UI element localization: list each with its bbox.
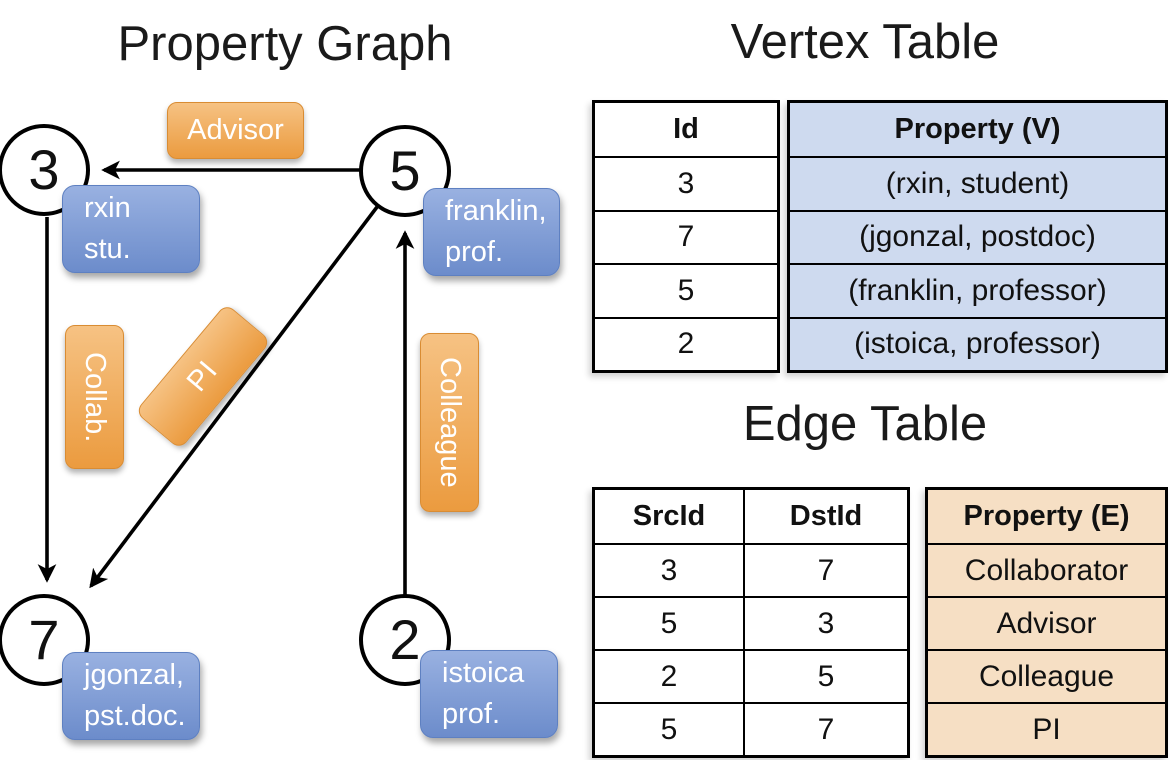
edge-table-property-column: Property (E) Collaborator Advisor Collea… xyxy=(925,487,1168,758)
callout-line1: istoica xyxy=(442,656,525,689)
edge-label-colleague: Colleague xyxy=(420,333,479,512)
vertex-col-header-property: Property (V) xyxy=(790,103,1165,157)
edge-property-cell: Advisor xyxy=(928,598,1165,649)
edge-label-pi: PI xyxy=(134,303,272,450)
vertex-id-label: 5 xyxy=(389,139,421,202)
vertex-node-5: 5 xyxy=(359,125,451,217)
vertex-property-cell: (jgonzal, postdoc) xyxy=(790,211,1165,264)
edge-dst-cell: 3 xyxy=(743,598,907,649)
vertex-id-label: 3 xyxy=(28,138,60,201)
vertex-property-cell: (rxin, student) xyxy=(790,158,1165,210)
edge-dst-cell: 7 xyxy=(743,545,907,596)
vertex-id-cell: 5 xyxy=(677,273,695,307)
vertex-table-id-column: Id 3 7 5 2 xyxy=(592,100,780,373)
edge-dst-cell: 5 xyxy=(743,651,907,702)
callout-line2: prof. xyxy=(442,698,501,730)
edge-table-title: Edge Table xyxy=(742,397,988,451)
graph-title: Property Graph xyxy=(117,17,453,71)
edge-src-cell: 5 xyxy=(660,606,678,640)
vertex-id-label: 2 xyxy=(389,608,421,671)
callout-line2: prof. xyxy=(445,236,504,268)
node-callout-franklin: franklin, prof. xyxy=(423,188,560,276)
vertex-col-header-id: Id xyxy=(673,113,699,146)
edge-property-cell: PI xyxy=(928,704,1165,755)
edge-label-collab: Collab. xyxy=(65,325,124,469)
edge-src-cell: 3 xyxy=(660,553,678,587)
vertex-table-title: Vertex Table xyxy=(730,15,1000,69)
callout-line1: rxin xyxy=(84,191,131,224)
vertex-id-cell: 2 xyxy=(677,327,695,361)
edge-src-cell: 2 xyxy=(660,659,678,693)
vertex-table-property-column: Property (V) (rxin, student) (jgonzal, p… xyxy=(787,100,1168,373)
vertex-id-label: 7 xyxy=(28,608,60,671)
callout-line1: franklin, xyxy=(445,194,547,227)
callout-line2: pst.doc. xyxy=(84,700,186,732)
vertex-id-cell: 3 xyxy=(677,167,695,201)
callout-line2: stu. xyxy=(84,233,131,265)
edge-col-header-srcid: SrcId xyxy=(632,500,706,532)
edge-property-cell: Colleague xyxy=(928,651,1165,702)
node-callout-jgonzal: jgonzal, pst.doc. xyxy=(62,652,200,740)
node-callout-istoica: istoica prof. xyxy=(420,650,558,738)
vertex-node-3: 3 xyxy=(0,124,90,216)
callout-line1: jgonzal, xyxy=(84,658,184,691)
vertex-property-cell: (franklin, professor) xyxy=(790,265,1165,317)
vertex-property-cell: (istoica, professor) xyxy=(790,318,1165,370)
edge-col-header-dstid: DstId xyxy=(743,490,907,543)
edge-src-cell: 5 xyxy=(660,712,678,746)
edge-dst-cell: 7 xyxy=(743,704,907,755)
edge-col-header-property: Property (E) xyxy=(928,490,1165,543)
edge-property-cell: Collaborator xyxy=(928,545,1165,596)
edge-label-advisor: Advisor xyxy=(167,102,304,159)
node-callout-rxin: rxin stu. xyxy=(62,185,200,273)
vertex-id-cell: 7 xyxy=(677,220,695,254)
edge-table-id-columns: SrcId DstId 3 7 5 3 2 5 5 7 xyxy=(592,487,910,758)
